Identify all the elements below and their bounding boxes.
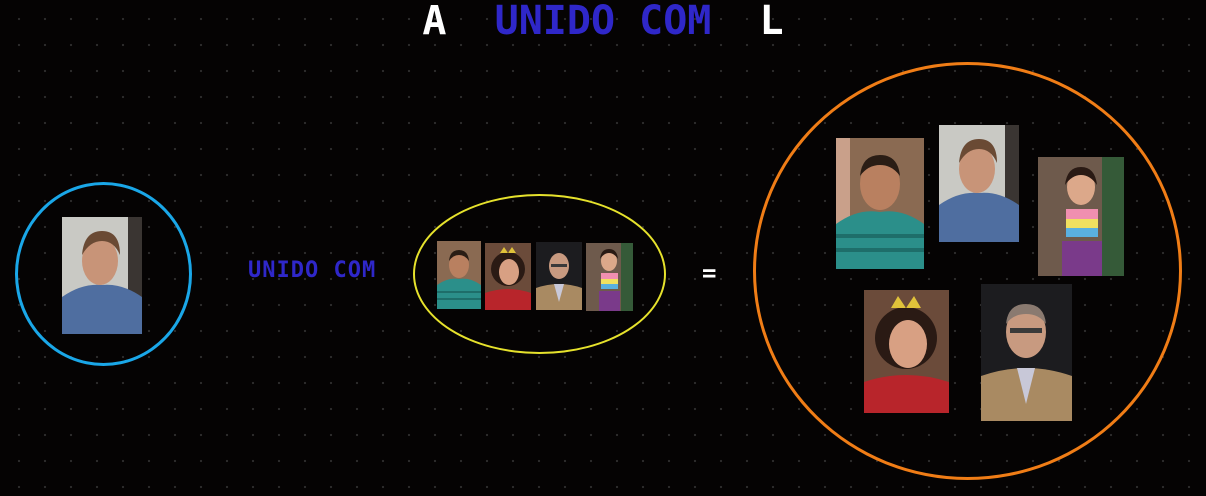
result-photo-man-blue-shirt — [939, 125, 1019, 242]
title-set-l: L — [759, 0, 784, 44]
operator-label: UNIDO COM — [248, 258, 377, 283]
photo-woman-curly-hair — [485, 243, 531, 310]
photo-older-man-glasses — [536, 242, 582, 310]
title-operator: UNIDO COM — [494, 0, 712, 44]
photo-man-striped-sweater — [437, 241, 481, 309]
result-ellipse — [753, 62, 1182, 480]
result-photo-man-striped-sweater — [836, 138, 924, 269]
result-photo-older-man-glasses — [981, 284, 1072, 421]
title-set-a: A — [422, 0, 447, 44]
set-a-ellipse — [15, 182, 192, 366]
photo-man-blue-shirt — [62, 217, 142, 334]
diagram-title: A UNIDO COM L — [0, 0, 1206, 44]
photo-woman-striped-top — [586, 243, 633, 311]
result-photo-woman-striped-top — [1038, 157, 1124, 276]
set-l-ellipse — [413, 194, 666, 354]
equals-sign: = — [702, 259, 717, 287]
result-photo-woman-curly-hair — [864, 290, 949, 413]
